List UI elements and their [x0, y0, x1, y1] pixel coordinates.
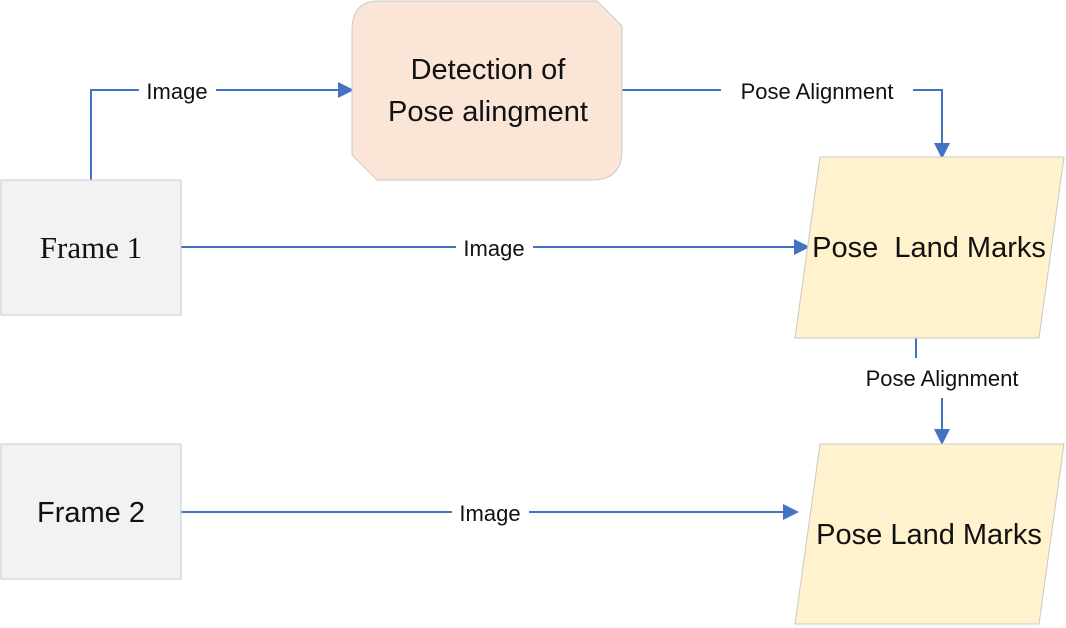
node-detection: Detection of Pose alingment [351, 0, 623, 181]
edge-label-bg [846, 365, 1040, 391]
node-landmarks1: Pose Land Marks [794, 156, 1065, 339]
edge-label-frame2-to-landmarks2: Image [459, 501, 520, 526]
frame1-box [0, 179, 182, 316]
landmarks2-label: Pose Land Marks [816, 519, 1042, 551]
edge-label-frame1-to-landmarks1: Image [463, 236, 524, 261]
edge-label-detection-to-landmarks1: Pose Alignment [741, 79, 894, 104]
landmarks2-shape [794, 443, 1065, 625]
detection-shape [351, 0, 623, 181]
frame2-box [0, 443, 182, 580]
edge-frame1-to-detection [90, 82, 354, 180]
landmarks1-shape [794, 156, 1065, 339]
node-landmarks2: Pose Land Marks [794, 443, 1065, 625]
frame2-label: Frame 2 [37, 497, 145, 529]
edge-label-bg [456, 235, 533, 261]
detection-label-line1: Detection of [411, 54, 567, 86]
edge-label-bg [721, 78, 913, 104]
detection-label-line2: Pose alingment [388, 96, 588, 128]
edge-label-frame1-to-detection: Image [146, 79, 207, 104]
node-frame1: Frame 1 [0, 179, 182, 316]
edge-label-bg [452, 500, 529, 526]
node-frame2: Frame 2 [0, 443, 182, 580]
edge-landmarks1-to-landmarks2 [915, 338, 942, 443]
edge-label-landmarks1-to-landmarks2: Pose Alignment [866, 366, 1019, 391]
edge-label-bg [139, 78, 216, 104]
landmarks1-label: Pose Land Marks [812, 232, 1046, 264]
frame1-label: Frame 1 [40, 230, 142, 265]
